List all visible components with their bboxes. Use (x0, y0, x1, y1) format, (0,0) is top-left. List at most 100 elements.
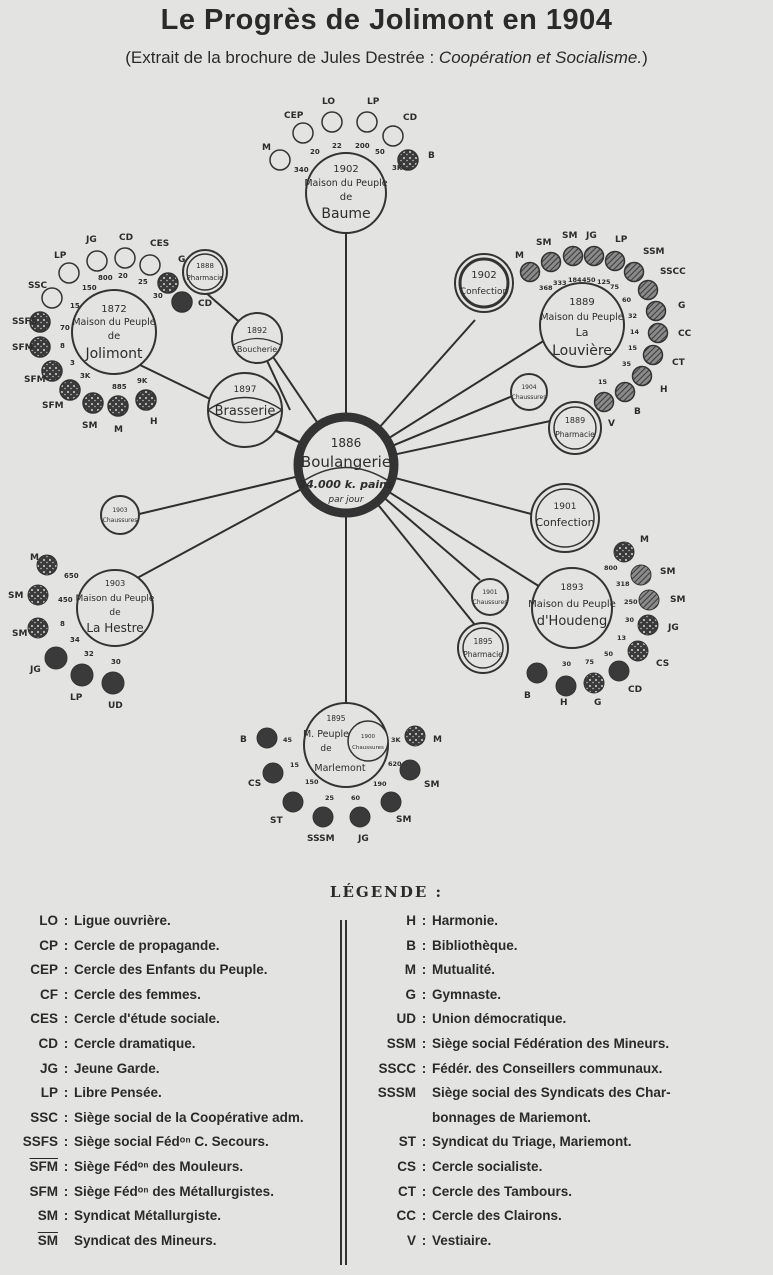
legend-row: SFM:Siège Fédᵒⁿ des Mouleurs. (29, 1158, 244, 1174)
center-year: 1886 (331, 436, 362, 450)
svg-text:1902: 1902 (471, 270, 496, 281)
svg-text:CC: CC (678, 329, 692, 339)
svg-text:885: 885 (112, 383, 127, 391)
legend-right-column: H:Harmonie. B:Bibliothèque. M:Mutualité.… (350, 909, 671, 1253)
node-confection-1901: 1901 Confection (530, 483, 600, 553)
svg-text:13: 13 (617, 634, 626, 642)
svg-text:V: V (608, 419, 615, 429)
svg-text:M: M (515, 251, 524, 261)
svg-text:JG: JG (29, 665, 41, 675)
svg-text:150: 150 (82, 284, 97, 292)
svg-text:M: M (640, 535, 649, 545)
center-detail2: par jour (327, 495, 365, 505)
svg-text:25: 25 (138, 278, 148, 286)
node-chaussures-1904: 1904 Chaussures (510, 373, 548, 411)
svg-text:Chaussures: Chaussures (512, 394, 547, 401)
svg-text:Chaussures: Chaussures (103, 517, 138, 524)
svg-text:800: 800 (604, 564, 618, 572)
svg-text:SM: SM (536, 238, 551, 248)
page-title: Le Progrès de Jolimont en 1904 (160, 4, 613, 36)
node-pharmacie-1889: 1889 Pharmacie (548, 401, 602, 455)
legend-row: B:Bibliothèque. (406, 937, 518, 953)
svg-text:125: 125 (597, 278, 611, 286)
svg-text:Chaussures: Chaussures (473, 599, 508, 606)
svg-text:JG: JG (585, 231, 597, 241)
svg-text:190: 190 (373, 780, 387, 788)
center-detail: 24.000 k. pains (298, 478, 393, 491)
svg-text:1900: 1900 (361, 734, 375, 740)
svg-text:JG: JG (667, 623, 679, 633)
svg-text:CD: CD (198, 299, 212, 309)
svg-text:15: 15 (70, 302, 80, 310)
svg-text:SSSM: SSSM (307, 834, 335, 844)
svg-text:14: 14 (630, 328, 640, 336)
svg-text:SFM: SFM (12, 343, 34, 353)
svg-text:30: 30 (625, 616, 635, 624)
svg-text:B: B (240, 735, 247, 745)
svg-text:32: 32 (84, 650, 94, 658)
svg-text:20: 20 (310, 148, 320, 156)
legend-row: CF:Cercle des femmes. (40, 986, 201, 1002)
svg-text:M: M (30, 553, 39, 563)
legend-row: V:Vestiaire. (406, 1232, 492, 1248)
svg-text:620: 620 (388, 760, 402, 768)
subtitle-source: Coopération et Socialisme. (438, 48, 643, 67)
svg-text:ST: ST (270, 816, 283, 826)
network-diagram: 1886 Boulangerie 24.000 k. pains par jou… (8, 97, 692, 844)
svg-text:20: 20 (118, 272, 128, 280)
svg-text:15: 15 (598, 378, 608, 386)
svg-text:H: H (560, 698, 568, 708)
svg-text:SM: SM (562, 231, 577, 241)
svg-text:1897: 1897 (234, 385, 257, 395)
node-chaussures-1903: 1903 Chaussures (100, 495, 140, 535)
svg-text:1889: 1889 (565, 416, 585, 425)
node-marlemont: 1895 M. Peuple de Marlemont 1900 Chaussu… (240, 702, 442, 844)
legend-row: SSCC:Fédér. des Conseillers communaux. (378, 1060, 663, 1076)
svg-text:UD: UD (108, 701, 123, 711)
svg-text:1889: 1889 (569, 297, 594, 308)
svg-text:SSC: SSC (28, 281, 48, 291)
svg-text:CES: CES (150, 239, 169, 249)
svg-text:30: 30 (111, 658, 121, 666)
svg-text:8: 8 (60, 620, 65, 628)
svg-text:333: 333 (553, 279, 567, 287)
svg-text:30: 30 (562, 660, 572, 668)
baume-org-labels: M CEP LO LP CD B 340 20 22 200 50 3K (262, 97, 435, 174)
svg-text:60: 60 (351, 794, 361, 802)
svg-text:CD: CD (119, 233, 133, 243)
svg-text:G: G (678, 301, 685, 311)
legend-row: SSM:Siège social Fédération des Mineurs. (386, 1035, 670, 1051)
svg-text:60: 60 (622, 296, 632, 304)
legend-row: G:Gymnaste. (405, 986, 502, 1002)
node-pharmacie-1888: 1888 Pharmacie (182, 249, 228, 295)
node-brasserie-1897: 1897 Brasserie (207, 372, 284, 448)
svg-text:3K: 3K (80, 372, 91, 380)
svg-text:75: 75 (610, 283, 620, 291)
svg-text:M: M (433, 735, 442, 745)
svg-text:Pharmacie: Pharmacie (463, 650, 503, 659)
svg-text:Jolimont: Jolimont (84, 346, 143, 362)
center-name: Boulangerie (301, 453, 391, 471)
svg-text:34: 34 (70, 636, 80, 644)
svg-text:Maison du Peuple: Maison du Peuple (528, 599, 616, 610)
svg-text:M. Peuple: M. Peuple (303, 729, 349, 740)
node-pharmacie-1895: 1895 Pharmacie (457, 622, 509, 674)
svg-text:Brasserie: Brasserie (215, 404, 276, 419)
svg-text:Chaussures: Chaussures (352, 745, 384, 751)
svg-text:1901: 1901 (482, 589, 497, 596)
legend-row: LP:Libre Pensée. (40, 1085, 162, 1101)
legend-row: CS:Cercle socialiste. (397, 1158, 543, 1174)
svg-text:340: 340 (294, 166, 309, 174)
svg-text:1872: 1872 (101, 304, 126, 315)
legend-row: CEP:Cercle des Enfants du Peuple. (30, 962, 268, 978)
legend-row: LO:Ligue ouvrière. (39, 913, 171, 928)
svg-text:250: 250 (624, 598, 638, 606)
legend-row: JG:Jeune Garde. (39, 1060, 160, 1076)
svg-text:SSCC: SSCC (660, 267, 686, 277)
louviere-org-labels: M SM SM JG LP SSM SSCC G CC CT H B V 368… (515, 231, 692, 429)
legend-left-column: LO:Ligue ouvrière. CP:Cercle de propagan… (0, 909, 304, 1253)
svg-text:50: 50 (375, 148, 385, 156)
svg-text:8: 8 (60, 342, 65, 350)
